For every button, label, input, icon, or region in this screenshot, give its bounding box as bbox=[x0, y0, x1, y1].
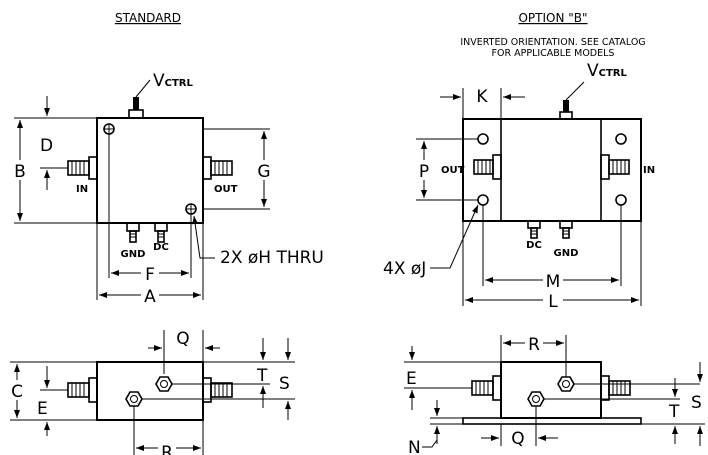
standard-gnd-pin bbox=[126, 222, 140, 243]
dim-K: K bbox=[476, 87, 488, 107]
option-b-dim-N: N bbox=[408, 438, 421, 455]
dim-D: D bbox=[40, 136, 53, 156]
standard-dc-label: DC bbox=[153, 242, 169, 253]
option-b-hole-tr bbox=[615, 133, 627, 145]
dim-F: F bbox=[145, 265, 155, 285]
option-b-dim-R: R bbox=[528, 335, 540, 355]
option-b-out-connector bbox=[473, 154, 502, 180]
standard-in-label: IN bbox=[76, 184, 88, 195]
dim-P: P bbox=[419, 162, 429, 182]
standard-top-view: VCTRL IN OUT bbox=[11, 71, 324, 307]
standard-out-connector bbox=[202, 156, 233, 180]
dim-M: M bbox=[546, 272, 561, 292]
dim-L: L bbox=[548, 292, 558, 312]
standard-out-label: OUT bbox=[214, 184, 238, 195]
callout-h-thru: 2X øH THRU bbox=[220, 248, 324, 268]
dim-R: R bbox=[161, 443, 173, 455]
dim-B: B bbox=[14, 162, 26, 182]
standard-in-connector bbox=[67, 156, 98, 180]
option-b-top-view: VCTRL OUT IN DC bbox=[383, 61, 655, 312]
callout-j-holes: 4X øJ bbox=[383, 259, 426, 279]
dim-A: A bbox=[144, 287, 156, 307]
option-b-dc-pin bbox=[527, 220, 541, 239]
option-b-gnd-label: GND bbox=[554, 248, 579, 259]
option-b-out-label: OUT bbox=[441, 165, 465, 176]
option-b-vctrl-label: VCTRL bbox=[587, 61, 628, 81]
dim-C: C bbox=[11, 382, 23, 402]
dim-E: E bbox=[37, 399, 48, 419]
option-b-note-line2: FOR APPLICABLE MODELS bbox=[492, 48, 615, 59]
dim-Q: Q bbox=[176, 329, 189, 349]
dim-G: G bbox=[257, 162, 270, 182]
option-b-header: OPTION "B" bbox=[518, 11, 587, 25]
option-b-side-view: R E N Q T S bbox=[404, 333, 705, 455]
standard-gnd-label: GND bbox=[121, 249, 146, 260]
option-b-dim-T: T bbox=[668, 402, 680, 422]
option-b-dim-S: S bbox=[691, 393, 702, 413]
standard-header: STANDARD bbox=[115, 11, 181, 25]
dim-S: S bbox=[279, 374, 290, 394]
standard-side-view: C E Q R T S bbox=[8, 329, 295, 455]
option-b-note-line1: INVERTED ORIENTATION. SEE CATALOG bbox=[460, 37, 645, 48]
standard-vctrl-label: VCTRL bbox=[153, 71, 194, 91]
option-b-dim-E: E bbox=[406, 369, 417, 389]
standard-dc-pin bbox=[154, 222, 168, 243]
option-b-in-label: IN bbox=[643, 165, 655, 176]
option-b-in-connector bbox=[600, 154, 630, 180]
dim-T: T bbox=[256, 366, 268, 386]
option-b-dc-label: DC bbox=[526, 240, 542, 251]
option-b-gnd-pin bbox=[559, 220, 573, 239]
option-b-dim-Q: Q bbox=[511, 429, 524, 449]
